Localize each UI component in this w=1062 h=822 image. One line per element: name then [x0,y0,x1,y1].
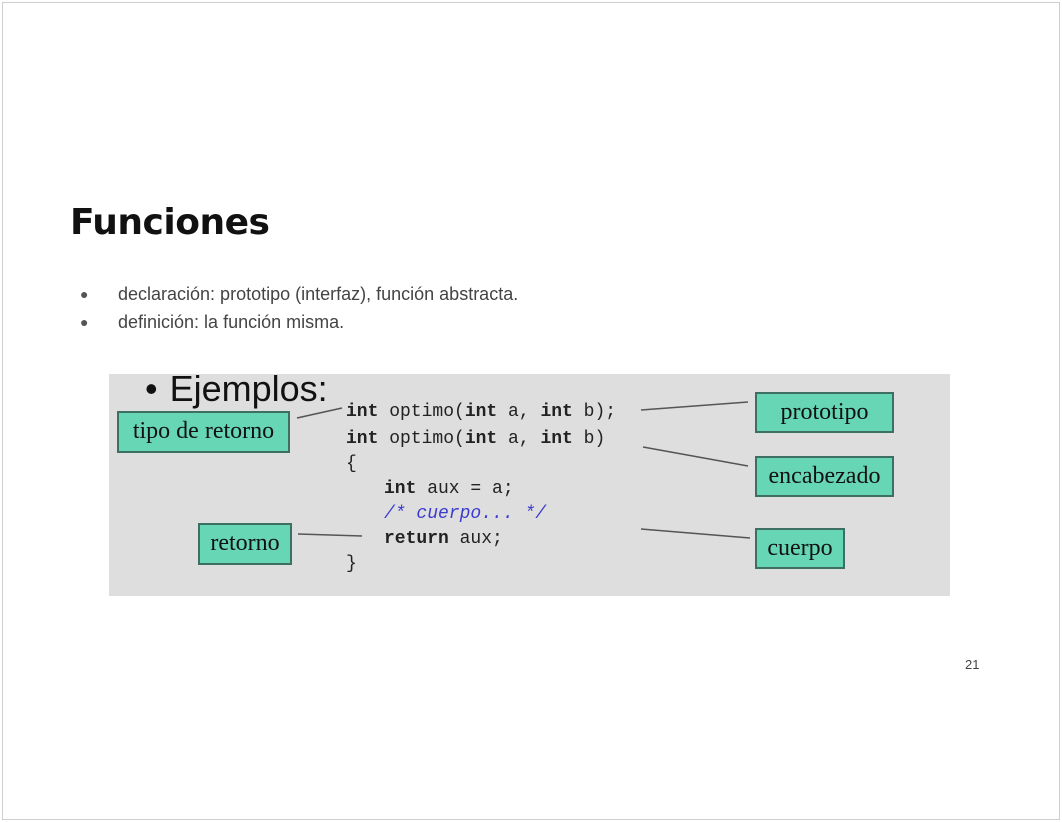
heading-bullet: • [145,374,158,409]
bullet-item: ● declaración: prototipo (interfaz), func… [80,280,518,308]
connector-body [640,528,751,539]
connector-return [297,533,363,537]
label-prototype: prototipo [755,392,894,433]
label-header: encabezado [755,456,894,497]
code-line: } [346,554,357,574]
bullet-icon: ● [80,286,89,302]
code-line: int optimo(int a, int b); [346,402,617,422]
heading-text: Ejemplos: [169,374,328,409]
code-block: int optimo(int a, int b); int optimo(int… [346,400,616,577]
label-body: cuerpo [755,528,845,569]
connector-prototype [640,401,749,411]
function-example-figure: • Ejemplos: int optimo(int a, int b); int… [109,374,950,596]
code-line: { [346,454,357,474]
bullet-icon: ● [80,314,89,330]
connector-lines [296,401,751,539]
code-line: return aux; [384,529,503,549]
connector-header [642,446,749,467]
slide-title: Funciones [70,202,270,243]
connector-return-type [296,407,343,419]
bullet-text: declaración: prototipo (interfaz), funci… [118,284,519,304]
bullet-list: ● declaración: prototipo (interfaz), func… [80,280,518,336]
label-return-type: tipo de retorno [117,411,290,453]
figure-heading: • Ejemplos: [145,374,328,410]
code-line: int optimo(int a, int b) [346,429,606,449]
code-line: /* cuerpo... */ [384,504,547,524]
label-return: retorno [198,523,292,565]
bullet-item: ● definición: la función misma. [80,308,518,336]
page-number: 21 [965,657,980,672]
bullet-text: definición: la función misma. [118,312,345,332]
code-line: int aux = a; [384,479,514,499]
